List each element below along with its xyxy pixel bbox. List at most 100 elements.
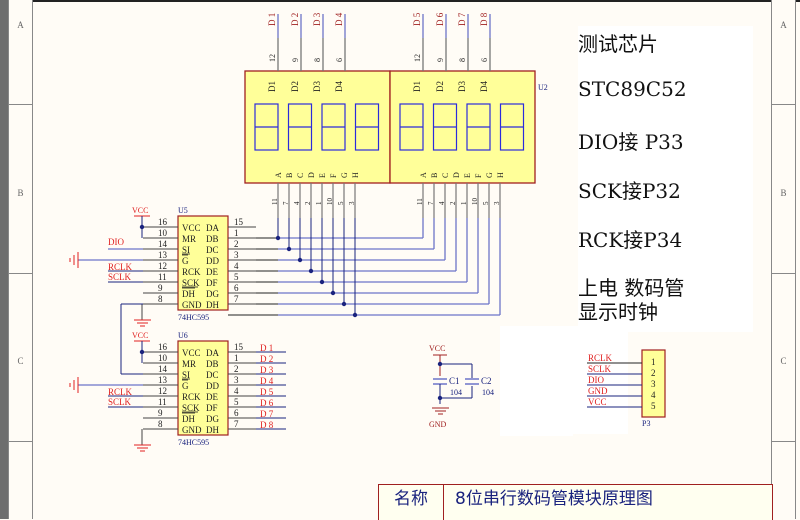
ic-pin-name: MR [182,234,196,244]
vcc-label: VCC [429,344,445,353]
ic-pin-number: 6 [234,408,239,418]
segment-label: C [296,173,305,178]
digit-pin-number: 6 [335,58,344,62]
output-net-label: D 6 [260,398,274,408]
ic-pin-name: G [182,381,189,391]
junction-dot [437,361,443,367]
digit-label: D4 [334,81,344,92]
segment-pin-number: 1 [460,201,468,205]
digit-net-label: D 2 [290,13,300,26]
junction-dot [139,349,145,355]
digit-pin-number: 12 [413,54,422,62]
segment-pin-number: 3 [348,201,356,205]
junction-dot [341,301,347,307]
ic-pin-number: 15 [234,217,244,227]
digit-pin-number: 9 [291,58,300,62]
segment-pin-number: 5 [337,201,345,205]
ic-pin-number: 12 [158,386,167,396]
ic-pin-number: 14 [158,239,168,249]
ic-pin-name: GND [182,425,202,435]
digit-label: D3 [312,81,322,92]
title-block: 名称 8位串行数码管模块原理图 [378,484,773,520]
zone-ruler-right: A B C [771,0,796,519]
segment-label: D [307,172,316,178]
ic-pin-number: 16 [158,217,168,227]
ic-pin-name: SI [182,245,190,255]
ic-pin-name: DC [206,370,219,380]
output-net-label: D 1 [260,343,273,353]
ic-pin-name: VCC [182,223,201,233]
segment-label: A [274,172,283,178]
ic-pin-number: 11 [158,272,167,282]
digit-label: D1 [412,81,422,92]
segment-pin-number: 2 [304,201,312,205]
zone-label-b: B [17,188,24,198]
segment-label: A [419,172,428,178]
vcc-label: VCC [132,206,148,215]
sclk-net-label: SCLK [108,397,132,407]
note-line: DIO接 P33 [578,130,684,154]
zone-divider [772,441,795,442]
ic-pin-number: 4 [234,386,239,396]
ic-pin-name: DH [206,300,219,310]
segment-pin-number: 5 [482,201,490,205]
connector-pin-number: 2 [651,368,656,378]
junction-dot [297,257,303,263]
ic-pin-name: DD [206,256,219,266]
output-net-label: D 8 [260,420,274,430]
segment-pin-number: 10 [471,198,479,206]
connector-net-label: GND [588,386,608,396]
digit-pin-number: 9 [436,58,445,62]
ic-pin-name: DB [206,234,219,244]
zone-divider [9,273,32,274]
connector-net-label: VCC [588,397,607,407]
ic-part-number: 74HC595 [178,438,209,447]
zone-label-b: B [780,188,787,198]
ic-pin-name: DC [206,245,219,255]
ic-pin-number: 12 [158,261,167,271]
digit-pin-number: 8 [313,58,322,62]
ic-pin-name: DD [206,381,219,391]
zone-divider [9,441,32,442]
segment-pin-number: 1 [315,201,323,205]
ic-pin-number: 3 [234,375,239,385]
segment-label: H [496,172,505,178]
note-line: RCK接P34 [578,228,683,252]
capacitor-ref: C1 [449,376,460,386]
note-line: 显示时钟 [578,300,658,324]
sclk-net-label: SCLK [108,272,132,282]
ic-pin-name: DG [206,414,219,424]
title-name-label: 名称 [379,485,444,520]
ic-pin-number: 8 [158,294,163,304]
digit-label: D1 [267,81,277,92]
connector-body [641,349,666,418]
ic-pin-name: SI [182,370,190,380]
ic-pin-number: 15 [234,342,244,352]
junction-dot [437,395,443,401]
ic-pin-number: 1 [234,353,239,363]
digit-net-label: D 6 [435,12,445,26]
window-edge [0,0,8,519]
connector-pin-number: 1 [651,357,656,367]
shift-register-body [177,340,229,436]
rclk-net-label: RCLK [108,262,133,272]
ic-pin-name: DA [206,223,219,233]
capacitor-ref: C2 [481,376,492,386]
ic-pin-number: 3 [234,250,239,260]
zone-ruler-left: A B C [8,0,33,519]
digit-pin-number: 12 [268,54,277,62]
segment-label: C [441,173,450,178]
digit-label: D2 [435,81,445,92]
ic-pin-number: 2 [234,364,239,374]
zone-label-a: A [17,20,24,30]
segment-label: F [474,173,483,178]
zone-label-c: C [17,356,24,366]
junction-dot [139,224,145,230]
segment-label: G [485,172,494,178]
segment-label: D [452,172,461,178]
ic-pin-name: DA [206,348,219,358]
digit-net-label: D 3 [312,12,322,26]
note-line: STC89C52 [578,77,687,101]
ic-pin-name: RCK [182,267,201,277]
